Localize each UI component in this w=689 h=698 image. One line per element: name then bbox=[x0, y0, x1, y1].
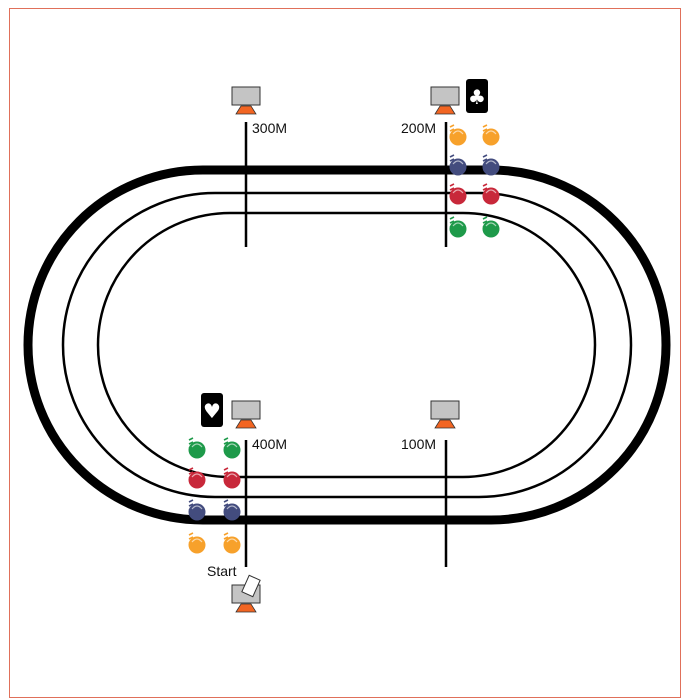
runner-icon bbox=[188, 467, 206, 489]
track-outer-lane bbox=[23, 165, 671, 525]
runner-icon bbox=[223, 467, 241, 489]
marker-label-300m: 300M bbox=[252, 120, 287, 136]
runner-icon bbox=[188, 532, 206, 554]
runner-icon bbox=[188, 437, 206, 459]
runner-icon bbox=[449, 124, 467, 146]
runner-icon bbox=[482, 124, 500, 146]
runner-icon bbox=[449, 216, 467, 238]
hearts-card-icon: ♥ bbox=[201, 393, 223, 427]
runner-icon bbox=[449, 154, 467, 176]
runners-layer bbox=[188, 124, 500, 554]
runner-icon bbox=[482, 154, 500, 176]
runner-icon bbox=[223, 437, 241, 459]
computer-monitor-icon bbox=[231, 400, 261, 429]
track-inner-lane bbox=[96, 211, 597, 479]
paper-sheet-icon bbox=[241, 574, 261, 598]
hearts-glyph: ♥ bbox=[203, 399, 221, 423]
runner-icon bbox=[223, 499, 241, 521]
clubs-card-icon: ♣ bbox=[466, 79, 488, 113]
runner-icon bbox=[482, 183, 500, 205]
runner-icon bbox=[482, 216, 500, 238]
runner-icon bbox=[188, 499, 206, 521]
runner-icon bbox=[449, 183, 467, 205]
computer-monitor-icon bbox=[430, 400, 460, 429]
marker-label-200m: 200M bbox=[401, 120, 436, 136]
marker-label-100m: 100M bbox=[401, 436, 436, 452]
start-label: Start bbox=[207, 563, 237, 579]
computer-monitor-icon bbox=[430, 86, 460, 115]
track-diagram: 300M 200M 400M 100M Start ♣ ♥ bbox=[23, 79, 671, 613]
track-middle-lane bbox=[61, 191, 633, 499]
runner-icon bbox=[223, 532, 241, 554]
marker-label-400m: 400M bbox=[252, 436, 287, 452]
computer-monitor-icon bbox=[231, 86, 261, 115]
clubs-glyph: ♣ bbox=[468, 85, 486, 109]
